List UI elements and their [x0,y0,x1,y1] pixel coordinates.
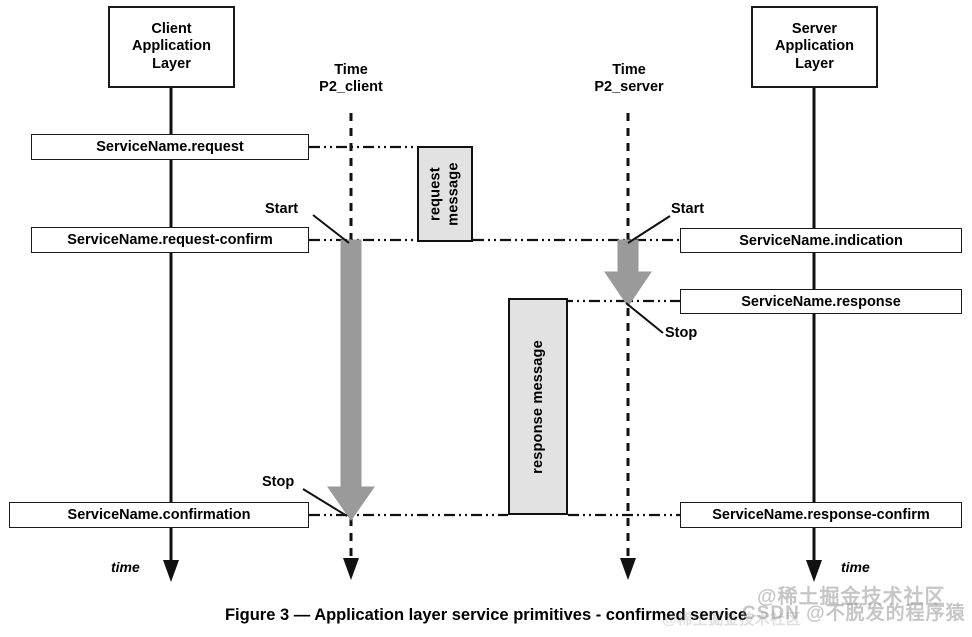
time-p2-server-line1: Time [612,62,646,78]
time-p2-server-line2: P2_server [594,79,664,96]
p2-client-time-axis [343,113,359,580]
actor-server-line3: Layer [795,55,834,72]
primitive-label-client-request: ServiceName.request [96,139,244,155]
primitive-box-server-response: ServiceName.response [680,289,962,314]
marker-client-start: Start [265,201,299,217]
marker-server-stop: Stop [665,325,698,341]
time-header-p2-client: Time P2_client [300,62,402,97]
primitive-label-client-confirmation: ServiceName.confirmation [67,507,251,523]
message-box-response: response message [508,298,568,515]
time-p2-client-line2: P2_client [319,79,383,96]
client-duration-arrow [327,239,375,521]
time-header-p2-server: Time P2_server [577,62,681,97]
time-p2-client-line1: Time [334,62,368,78]
primitive-label-server-indication: ServiceName.indication [739,232,903,249]
actor-client-line2: Application [132,38,211,55]
actor-box-server: Server Application Layer [751,6,878,88]
marker-leader-lines [302,214,671,517]
primitive-box-server-indication: ServiceName.indication [680,228,962,253]
primitive-box-server-response-confirm: ServiceName.response-confirm [680,502,962,528]
actor-server-line1: Server [791,21,838,38]
marker-server-start: Start [671,201,705,217]
primitive-label-client-request-confirm: ServiceName.request-confirm [67,232,273,248]
actor-client-line1: Client [151,21,192,38]
message-response-text: response message [530,339,546,474]
primitive-box-client-request: ServiceName.request [31,134,309,160]
p2-server-time-axis [620,113,636,580]
axis-label-client-time: time [111,559,140,575]
server-lifeline [806,88,822,582]
axis-label-server-time: time [841,559,870,575]
primitive-label-server-response: ServiceName.response [741,293,901,310]
primitive-label-server-response-confirm: ServiceName.response-confirm [712,507,930,523]
client-lifeline [163,88,179,582]
marker-client-stop: Stop [262,474,295,490]
message-request-line1: request [427,167,444,221]
server-duration-arrow [604,239,652,307]
message-request-line2: message [446,162,463,226]
actor-server-line2: Application [775,38,854,55]
primitive-box-client-request-confirm: ServiceName.request-confirm [31,227,309,253]
actor-box-client: Client Application Layer [108,6,235,88]
actor-client-line3: Layer [152,55,191,72]
figure-caption: Figure 3 — Application layer service pri… [224,606,748,624]
primitive-box-client-confirmation: ServiceName.confirmation [9,502,309,528]
